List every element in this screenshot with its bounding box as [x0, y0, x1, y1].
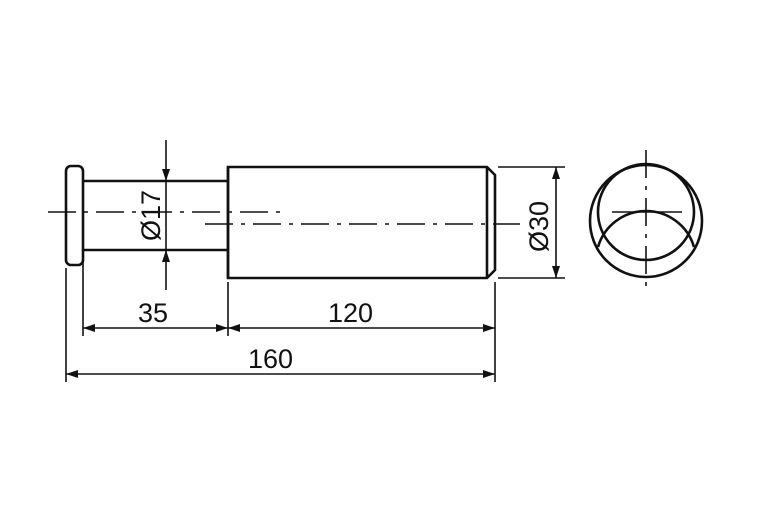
large-length-label: 120	[328, 298, 373, 328]
pin-end-view	[588, 150, 704, 288]
dimension-small-diameter: Ø17	[136, 140, 170, 290]
total-length-label: 160	[248, 344, 293, 374]
large-body	[226, 165, 497, 280]
small-length-label: 35	[138, 298, 168, 328]
dimension-small-length: 35	[83, 298, 228, 332]
dimension-large-diameter: Ø30	[498, 166, 565, 279]
dimension-total-length: 160	[66, 344, 495, 378]
small-shaft	[83, 179, 228, 252]
dimension-large-length: 120	[228, 298, 495, 332]
pin-side-view	[48, 164, 520, 280]
small-diameter-label: Ø17	[136, 190, 166, 241]
pin-head	[64, 164, 85, 267]
large-diameter-label: Ø30	[524, 201, 554, 252]
